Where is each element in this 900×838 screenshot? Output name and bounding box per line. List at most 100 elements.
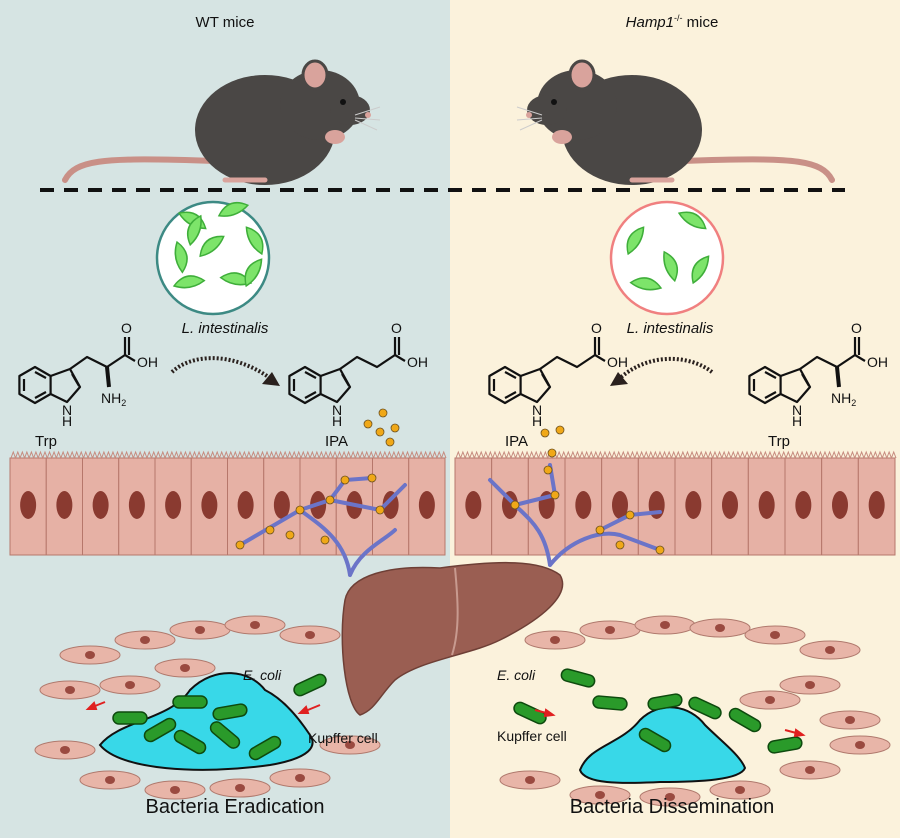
cell-nucleus bbox=[92, 491, 109, 519]
microvilli bbox=[858, 450, 897, 460]
microvilli bbox=[409, 450, 447, 460]
ipa-dot bbox=[510, 500, 520, 510]
ipa-dot bbox=[320, 535, 330, 545]
cell-nucleus bbox=[418, 491, 435, 519]
cell-nucleus bbox=[128, 491, 145, 519]
endothelial-nucleus bbox=[595, 791, 605, 799]
cell-nucleus bbox=[575, 491, 592, 519]
cell-nucleus bbox=[722, 491, 738, 519]
lactobacillus bbox=[663, 250, 678, 283]
ipa-dot bbox=[285, 530, 295, 540]
e-coli-rod bbox=[293, 673, 327, 697]
lactobacillus bbox=[244, 258, 263, 288]
lactobacillus bbox=[626, 226, 645, 256]
lactobacillus bbox=[172, 275, 206, 289]
left-trp-label: Trp bbox=[35, 433, 57, 450]
ipa-dot bbox=[363, 419, 373, 429]
svg-text:O: O bbox=[591, 320, 602, 336]
ipa-dot bbox=[325, 495, 335, 505]
e-coli-rod bbox=[173, 729, 207, 755]
cell-nucleus bbox=[165, 491, 182, 519]
endothelial-nucleus bbox=[60, 746, 70, 754]
vessel-branch bbox=[238, 476, 407, 577]
endothelial-nucleus bbox=[195, 626, 205, 634]
right-kupffer-label: Kupffer cell bbox=[497, 728, 567, 744]
svg-text:OH: OH bbox=[407, 354, 428, 370]
microvilli bbox=[373, 450, 411, 460]
e-coli-rod bbox=[513, 701, 547, 725]
lactobacillus bbox=[677, 211, 707, 230]
svg-text:N: N bbox=[792, 402, 802, 418]
microvilli bbox=[455, 450, 494, 460]
ipa-dot bbox=[625, 510, 635, 520]
ipa-dot bbox=[543, 465, 553, 475]
epithelial-cell bbox=[784, 457, 823, 556]
microvilli bbox=[119, 450, 157, 460]
left-ipa-label: IPA bbox=[325, 433, 348, 450]
e-coli-rod bbox=[688, 696, 722, 720]
svg-text:N: N bbox=[532, 402, 542, 418]
cell-nucleus bbox=[201, 491, 218, 519]
lactobacillus bbox=[217, 202, 250, 217]
endothelial-nucleus bbox=[765, 696, 775, 704]
liver-sinusoid-cells bbox=[34, 615, 891, 807]
endothelial-nucleus bbox=[845, 716, 855, 724]
e-coli-rod bbox=[592, 695, 628, 711]
right-conversion-arrow bbox=[618, 356, 714, 380]
ipa-dot bbox=[540, 428, 550, 438]
endothelial-nucleus bbox=[305, 631, 315, 639]
cell-nucleus bbox=[868, 491, 885, 519]
svg-text:OH: OH bbox=[607, 354, 628, 370]
endothelial-nucleus bbox=[605, 626, 615, 634]
e-coli-rod bbox=[172, 695, 208, 709]
lactobacillus bbox=[691, 255, 710, 285]
microvilli bbox=[638, 450, 677, 460]
e-coli-rod bbox=[560, 668, 596, 688]
endothelial-nucleus bbox=[805, 681, 815, 689]
ipa-dot bbox=[367, 473, 377, 483]
svg-text:O: O bbox=[121, 320, 132, 336]
e-coli-rod bbox=[212, 703, 248, 721]
svg-text:NH2: NH2 bbox=[101, 390, 126, 408]
right-ecoli-label: E. coli bbox=[497, 667, 536, 683]
svg-text:H: H bbox=[332, 413, 342, 429]
right-ipa-label: IPA bbox=[505, 433, 528, 450]
right-outcome-label: Bacteria Dissemination bbox=[570, 796, 775, 818]
ipa-molecules bbox=[235, 408, 665, 555]
liver-illustration bbox=[341, 561, 564, 716]
endothelial-nucleus bbox=[125, 681, 135, 689]
intestinal-epithelium bbox=[9, 450, 897, 556]
endothelial-nucleus bbox=[250, 621, 260, 629]
endothelial-nucleus bbox=[345, 741, 355, 749]
svg-text:OH: OH bbox=[867, 354, 888, 370]
e-coli-rod bbox=[638, 727, 672, 753]
endothelial-nucleus bbox=[180, 664, 190, 672]
endothelial-nucleus bbox=[85, 651, 95, 659]
e-coli-rod bbox=[728, 707, 762, 733]
microvilli bbox=[748, 450, 787, 460]
microvilli bbox=[264, 450, 302, 460]
svg-text:NH2: NH2 bbox=[831, 390, 856, 408]
endothelial-nucleus bbox=[665, 793, 675, 801]
cell-nucleus bbox=[20, 491, 37, 519]
svg-text:H: H bbox=[62, 413, 72, 429]
lactobacillus bbox=[199, 235, 225, 258]
svg-text:N: N bbox=[332, 402, 342, 418]
ipa-dot bbox=[655, 545, 665, 555]
left-kupffer-label: Kupffer cell bbox=[308, 730, 378, 746]
endothelial-nucleus bbox=[715, 624, 725, 632]
cell-nucleus bbox=[273, 491, 290, 519]
microvilli bbox=[336, 450, 374, 460]
endothelial-nucleus bbox=[65, 686, 75, 694]
endothelial-nucleus bbox=[770, 631, 780, 639]
e-coli-rod bbox=[209, 721, 241, 749]
right-trp-structure: O OH NH2 N H bbox=[748, 320, 888, 429]
wt-microbiota-circle bbox=[155, 200, 271, 316]
ipa-dot bbox=[555, 425, 565, 435]
endothelial-nucleus bbox=[735, 786, 745, 794]
microvilli bbox=[675, 450, 714, 460]
lactobacillus bbox=[245, 226, 264, 256]
ipa-dot bbox=[615, 540, 625, 550]
ipa-dot bbox=[378, 408, 388, 418]
